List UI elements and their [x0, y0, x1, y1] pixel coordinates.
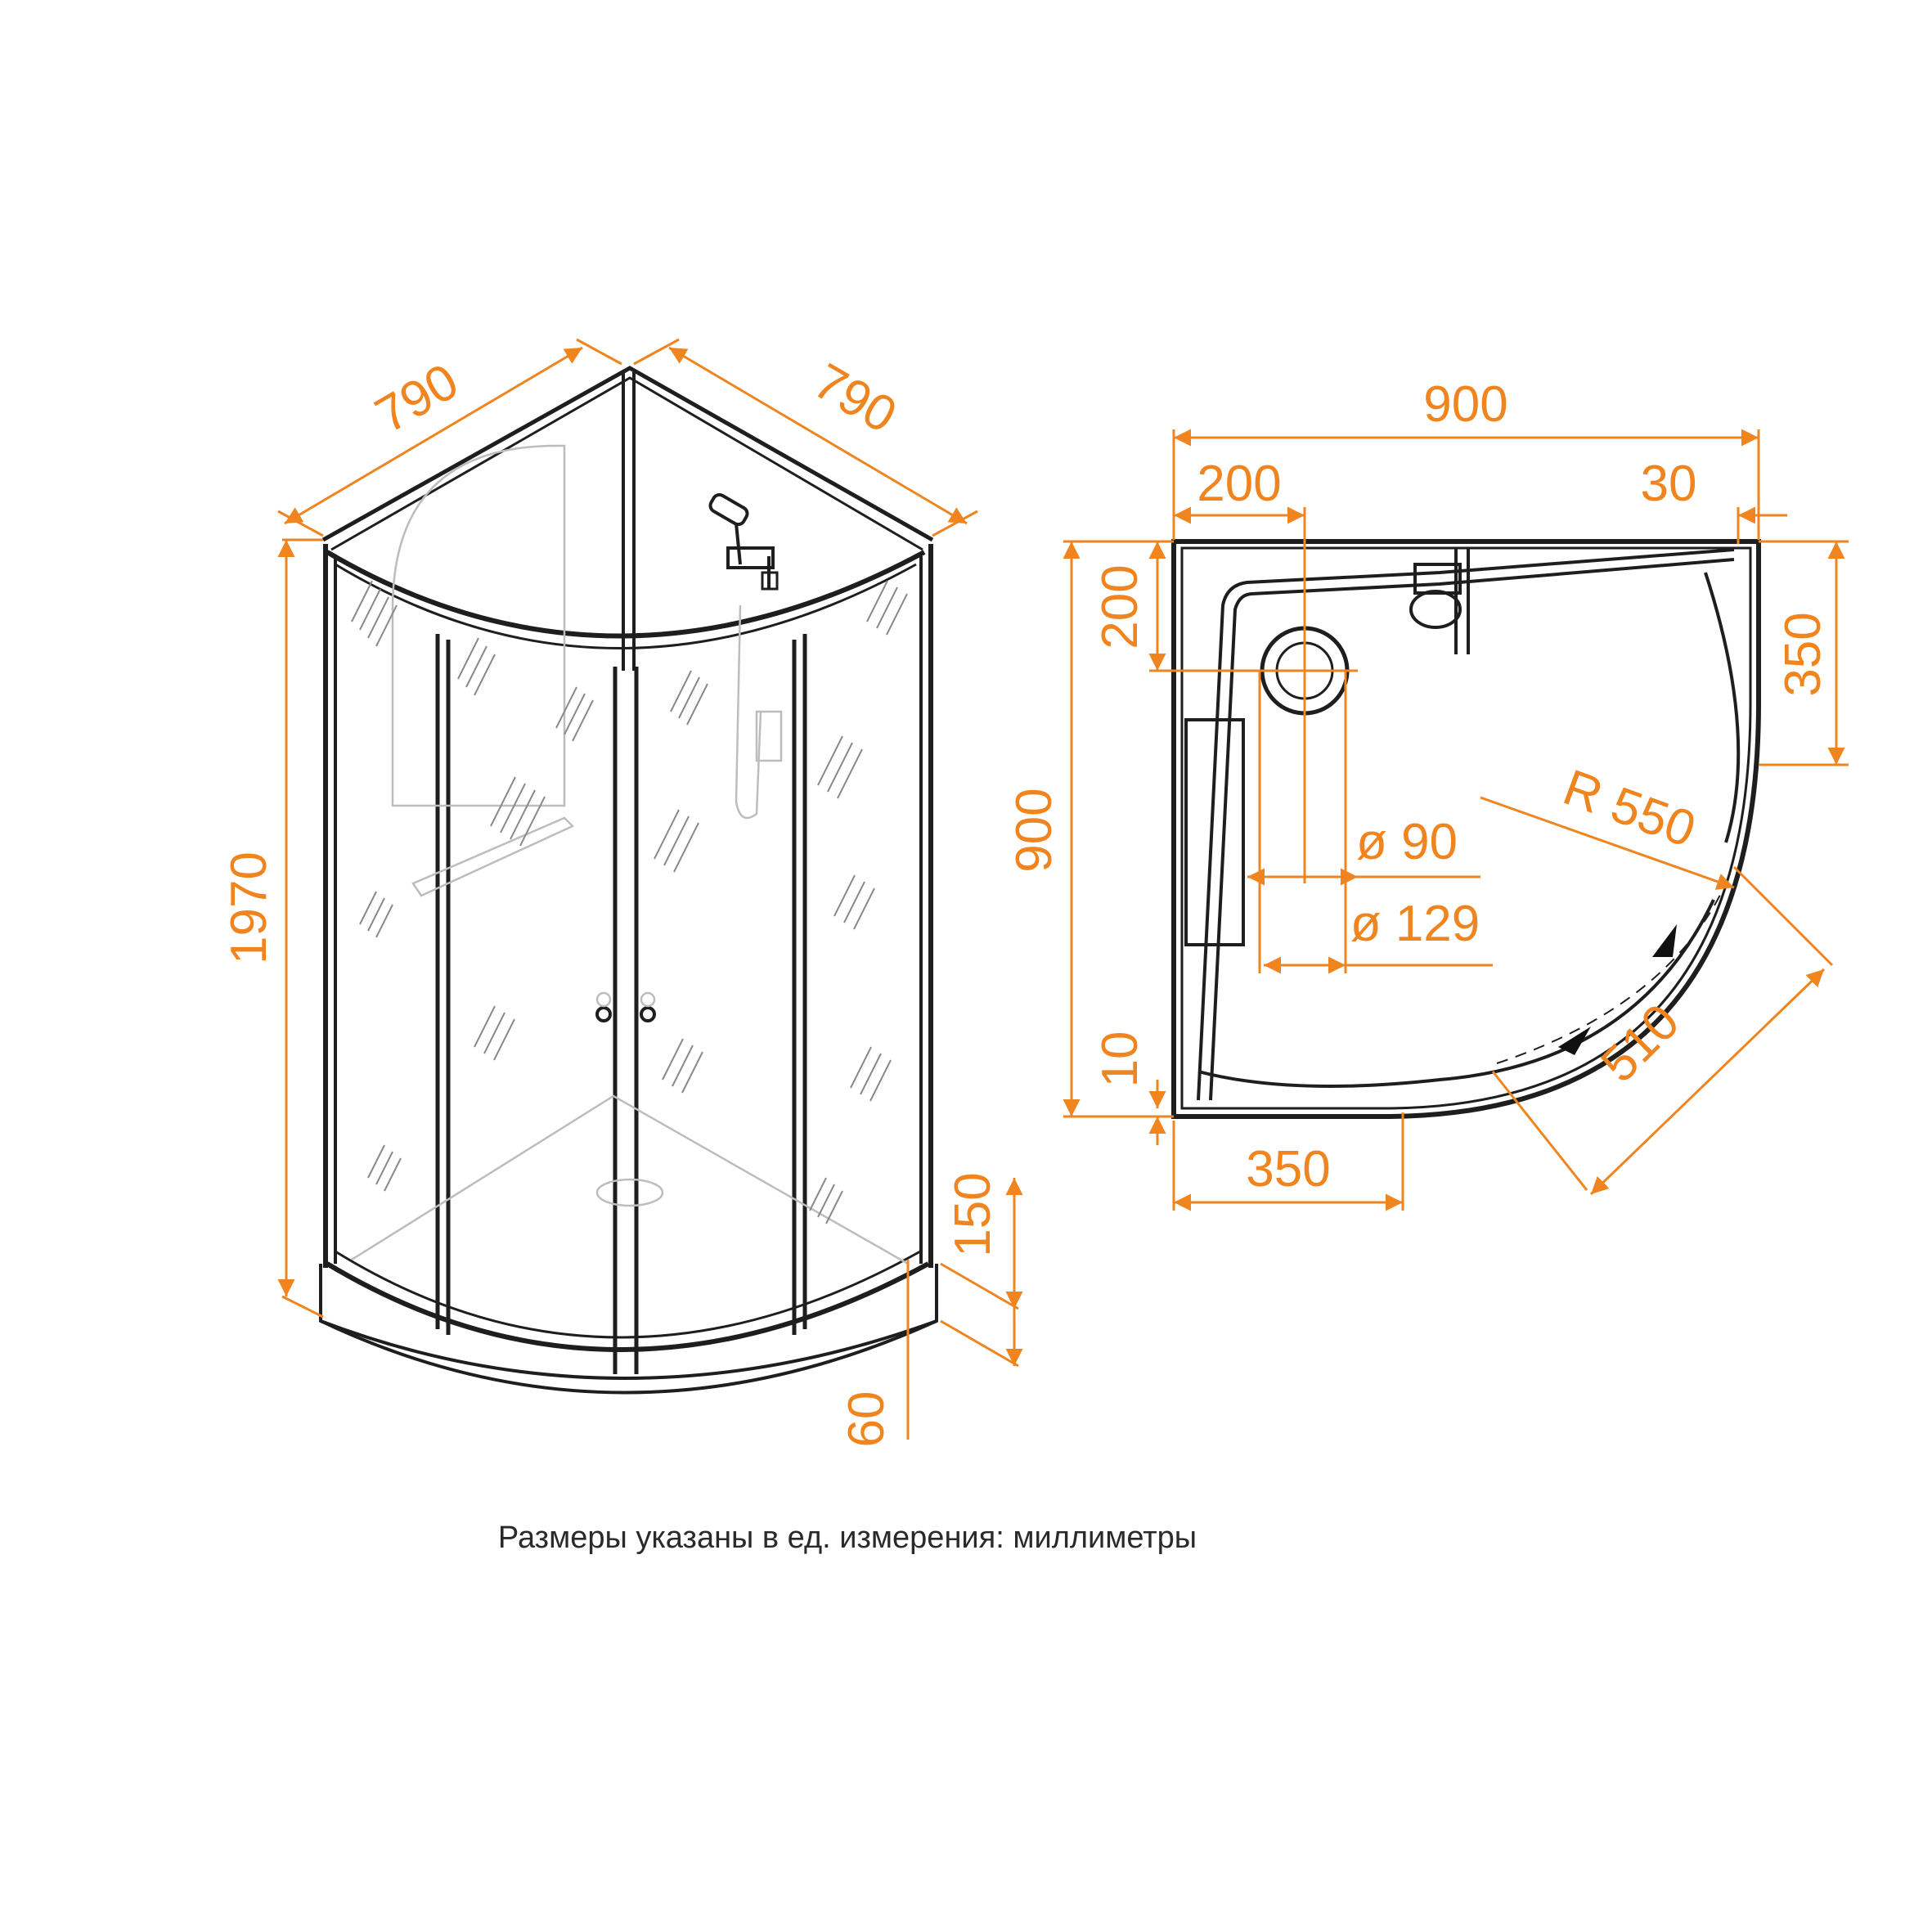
dim-radius: R 550	[1556, 759, 1702, 858]
dim-tray-height: 150	[945, 1172, 1001, 1256]
door-direction-arrow-icon	[1652, 924, 1677, 957]
dim-plan-width: 900	[1423, 376, 1507, 433]
tray-drain-icon	[595, 1178, 664, 1207]
door-handle-right-icon	[640, 1006, 656, 1022]
dim-drain-top: 200	[1092, 564, 1148, 649]
seat-panel	[1184, 718, 1245, 946]
units-caption: Размеры указаны в ед. измерения: миллиме…	[498, 1521, 1197, 1555]
dim-tray-base: 60	[838, 1391, 895, 1448]
dim-side-panel-right: 350	[1775, 612, 1831, 696]
dim-side-left: 790	[366, 353, 468, 444]
dim-door-diagonal: 510	[1591, 994, 1691, 1094]
dim-bottom-gap: 10	[1092, 1031, 1148, 1088]
dim-wall-gap: 30	[1641, 456, 1697, 512]
dim-plan-height: 900	[1006, 788, 1063, 872]
dim-drain-outer: ø 129	[1350, 896, 1480, 952]
dim-side-panel-bottom: 350	[1246, 1141, 1330, 1197]
dimension-lines-plan	[1063, 429, 1849, 1211]
mixer-icon	[1409, 548, 1470, 654]
dim-total-height: 1970	[221, 851, 277, 964]
dim-drain-left: 200	[1197, 456, 1281, 512]
door-direction-arrow-icon-2	[1558, 1027, 1591, 1055]
dimension-lines-3d	[277, 338, 1023, 1440]
glass-reflection-hatching	[351, 580, 908, 1224]
dim-side-right: 790	[804, 353, 905, 444]
cabin-3d-view	[319, 366, 938, 1395]
shower-head-icon	[708, 492, 783, 820]
door-handle-left-icon	[595, 1006, 612, 1022]
dim-drain-inner: ø 90	[1356, 814, 1458, 870]
